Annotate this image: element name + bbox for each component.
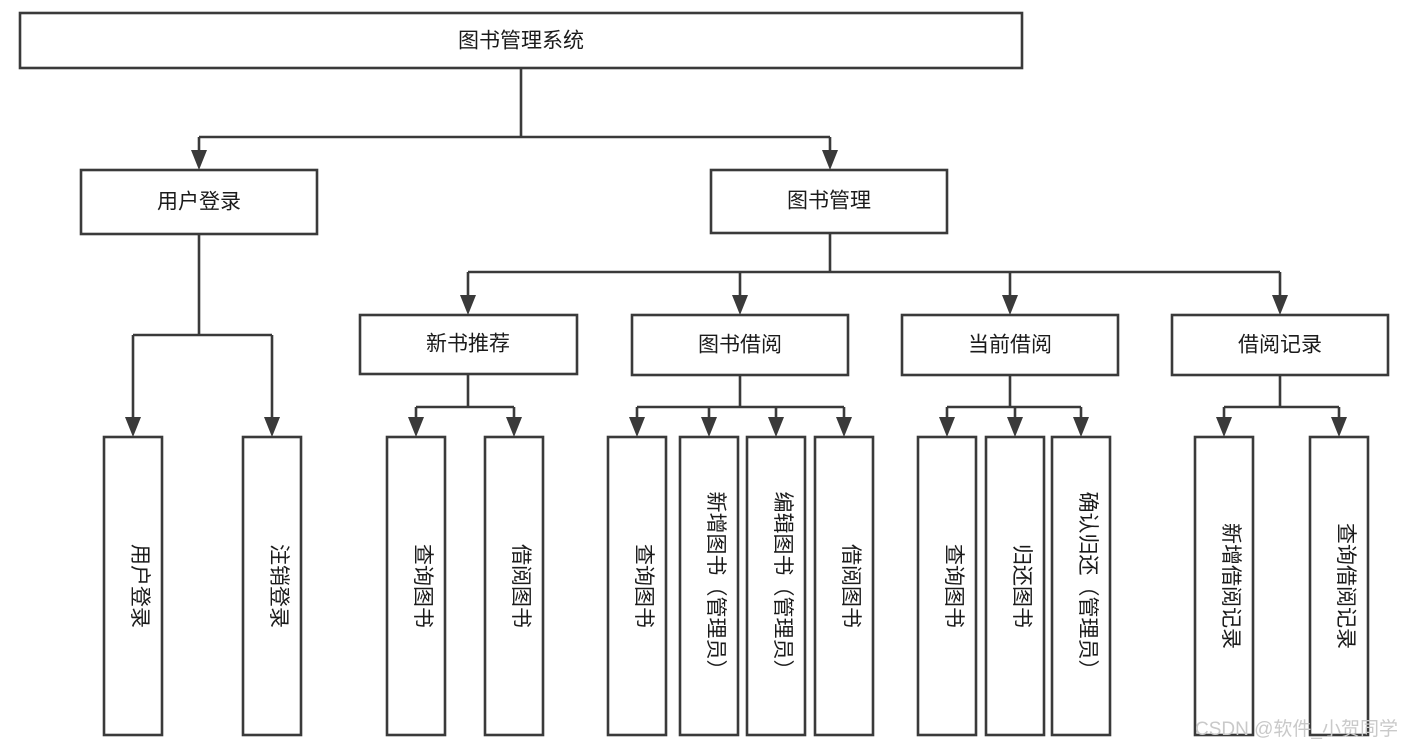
node-book-manage[interactable]: 图书管理 bbox=[709, 168, 949, 235]
arrow-head-userlogin-leaf2 bbox=[264, 417, 280, 437]
leaf-currentborrow-confirm[interactable]: 确认归还（管理员） bbox=[1050, 435, 1112, 737]
leaf-newbook-borrow[interactable]: 借阅图书 bbox=[483, 435, 545, 737]
leaf-bookborrow-add[interactable]: 新增图书（管理员） bbox=[678, 435, 740, 737]
leaf-bookborrow-add-label: 新增图书（管理员） bbox=[704, 492, 727, 681]
leaf-borrowrecord-query-box[interactable] bbox=[1308, 435, 1370, 737]
leaf-newbook-borrow-box[interactable] bbox=[483, 435, 545, 737]
leaf-borrowrecord-add-label: 新增借阅记录 bbox=[1219, 523, 1242, 649]
leaf-bookborrow-edit-box[interactable] bbox=[745, 435, 807, 737]
node-user-login[interactable]: 用户登录 bbox=[79, 168, 319, 236]
node-borrow-record[interactable]: 借阅记录 bbox=[1170, 313, 1390, 377]
node-new-book-recommend-label: 新书推荐 bbox=[426, 333, 510, 356]
node-root-system-box[interactable] bbox=[18, 11, 1024, 70]
leaf-bookborrow-borrow-label: 借阅图书 bbox=[839, 544, 862, 628]
arrow-head-user-login bbox=[191, 150, 207, 170]
arrow-head-borrowrecord-leaf1 bbox=[1216, 417, 1232, 437]
node-book-borrow-label: 图书借阅 bbox=[698, 334, 782, 357]
node-book-borrow[interactable]: 图书借阅 bbox=[630, 313, 850, 377]
leaf-borrowrecord-add[interactable]: 新增借阅记录 bbox=[1193, 435, 1255, 737]
leaf-bookborrow-add-box[interactable] bbox=[678, 435, 740, 737]
leaf-user-login-signout-box[interactable] bbox=[241, 435, 303, 737]
arrow-head-new-book bbox=[460, 295, 476, 315]
leaf-currentborrow-query-box[interactable] bbox=[916, 435, 978, 737]
leaf-bookborrow-borrow[interactable]: 借阅图书 bbox=[813, 435, 875, 737]
arrow-head-current-borrow bbox=[1002, 295, 1018, 315]
arrow-head-book-manage bbox=[822, 150, 838, 170]
leaf-bookborrow-query[interactable]: 查询图书 bbox=[606, 435, 668, 737]
leaf-currentborrow-return-box[interactable] bbox=[984, 435, 1046, 737]
leaf-newbook-query-box[interactable] bbox=[385, 435, 447, 737]
node-new-book-recommend[interactable]: 新书推荐 bbox=[358, 313, 579, 376]
leaf-bookborrow-borrow-box[interactable] bbox=[813, 435, 875, 737]
leaf-borrowrecord-add-box[interactable] bbox=[1193, 435, 1255, 737]
node-book-manage-box[interactable] bbox=[709, 168, 949, 235]
leaf-bookborrow-edit[interactable]: 编辑图书（管理员） bbox=[745, 435, 807, 737]
arrow-head-userlogin-leaf1 bbox=[125, 417, 141, 437]
node-book-manage-label: 图书管理 bbox=[787, 190, 871, 213]
arrow-head-bookborrow-leaf1 bbox=[629, 417, 645, 437]
arrow-head-currentborrow-leaf3 bbox=[1073, 417, 1089, 437]
arrow-head-borrow-record bbox=[1272, 295, 1288, 315]
leaf-user-login-signin-box[interactable] bbox=[102, 435, 164, 737]
arrow-head-currentborrow-leaf1 bbox=[939, 417, 955, 437]
leaf-currentborrow-return-label: 归还图书 bbox=[1010, 544, 1033, 628]
arrow-head-bookborrow-leaf3 bbox=[768, 417, 784, 437]
node-borrow-record-label: 借阅记录 bbox=[1238, 334, 1322, 357]
leaf-user-login-signout[interactable]: 注销登录 bbox=[241, 435, 303, 737]
leaf-newbook-query-label: 查询图书 bbox=[411, 544, 434, 628]
leaf-newbook-query[interactable]: 查询图书 bbox=[385, 435, 447, 737]
leaf-user-login-signin[interactable]: 用户登录 bbox=[102, 435, 164, 737]
node-current-borrow[interactable]: 当前借阅 bbox=[900, 313, 1120, 377]
leaf-user-login-signin-label: 用户登录 bbox=[128, 544, 151, 628]
node-user-login-label: 用户登录 bbox=[157, 191, 241, 214]
arrow-head-newbook-leaf2 bbox=[506, 417, 522, 437]
leaf-user-login-signout-label: 注销登录 bbox=[267, 544, 290, 628]
node-new-book-recommend-box[interactable] bbox=[358, 313, 579, 376]
leaf-bookborrow-query-box[interactable] bbox=[606, 435, 668, 737]
leaf-bookborrow-query-label: 查询图书 bbox=[632, 544, 655, 628]
leaf-currentborrow-confirm-box[interactable] bbox=[1050, 435, 1112, 737]
arrow-head-currentborrow-leaf2 bbox=[1007, 417, 1023, 437]
node-root-system[interactable]: 图书管理系统 bbox=[18, 11, 1024, 70]
node-root-system-label: 图书管理系统 bbox=[458, 30, 584, 53]
arrow-head-borrowrecord-leaf2 bbox=[1331, 417, 1347, 437]
leaf-borrowrecord-query-label: 查询借阅记录 bbox=[1334, 523, 1357, 649]
leaf-currentborrow-query-label: 查询图书 bbox=[942, 544, 965, 628]
node-book-borrow-box[interactable] bbox=[630, 313, 850, 377]
leaf-currentborrow-confirm-label: 确认归还（管理员） bbox=[1076, 492, 1099, 681]
node-borrow-record-box[interactable] bbox=[1170, 313, 1390, 377]
node-user-login-box[interactable] bbox=[79, 168, 319, 236]
arrow-head-bookborrow-leaf4 bbox=[836, 417, 852, 437]
arrow-head-book-borrow bbox=[732, 295, 748, 315]
arrow-head-bookborrow-leaf2 bbox=[701, 417, 717, 437]
leaf-bookborrow-edit-label: 编辑图书（管理员） bbox=[771, 492, 794, 681]
node-current-borrow-box[interactable] bbox=[900, 313, 1120, 377]
leaf-currentborrow-query[interactable]: 查询图书 bbox=[916, 435, 978, 737]
node-current-borrow-label: 当前借阅 bbox=[968, 334, 1052, 357]
connector-layer bbox=[125, 68, 1347, 437]
leaf-newbook-borrow-label: 借阅图书 bbox=[509, 544, 532, 628]
watermark-label: CSDN @软件_小贺同学 bbox=[1195, 718, 1398, 740]
arrow-head-newbook-leaf1 bbox=[408, 417, 424, 437]
leaf-currentborrow-return[interactable]: 归还图书 bbox=[984, 435, 1046, 737]
leaf-borrowrecord-query[interactable]: 查询借阅记录 bbox=[1308, 435, 1370, 737]
